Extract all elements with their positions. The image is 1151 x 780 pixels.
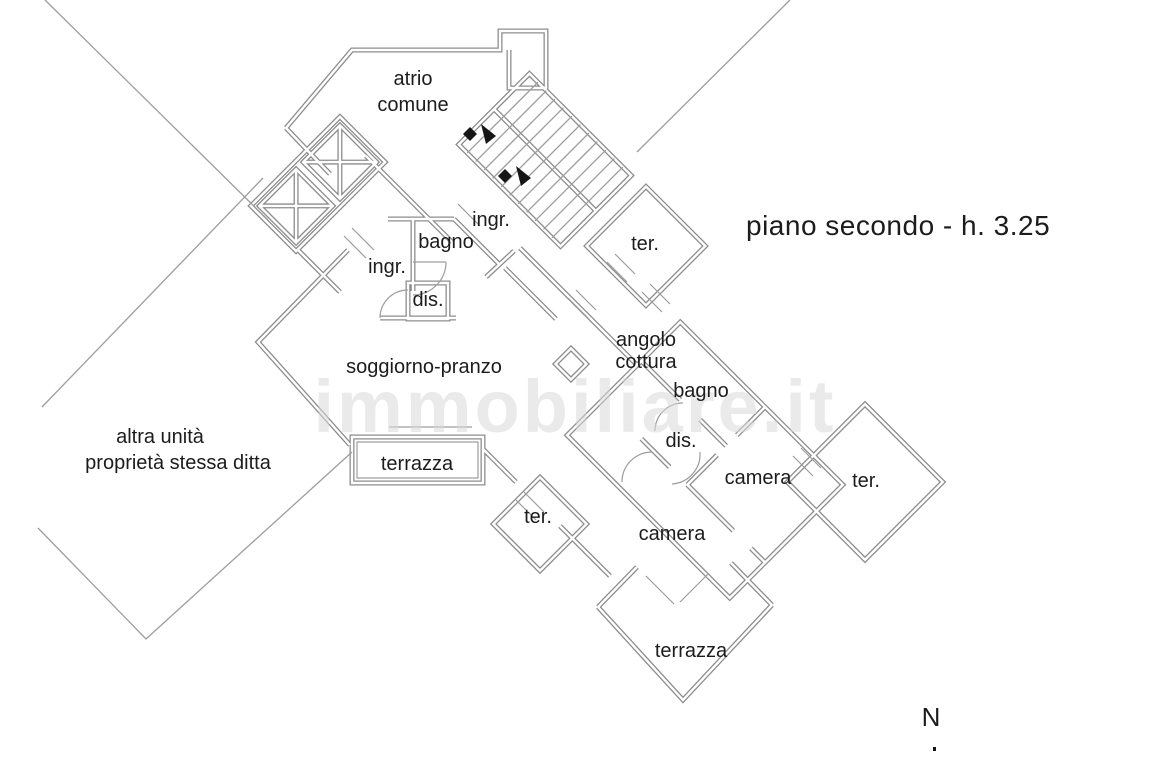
window-ticks	[515, 491, 545, 521]
room-label-camera-right: camera	[725, 467, 793, 489]
door-arc	[671, 451, 701, 485]
door-arc	[412, 261, 447, 296]
label-altra-unita-line2: proprietà stessa ditta	[85, 452, 272, 474]
room-label-terrazzino-top: ter.	[631, 233, 659, 255]
window-ticks	[645, 573, 709, 605]
door-arc	[621, 451, 653, 483]
door-ticks	[343, 227, 375, 259]
room-label-terrazzino-left: ter.	[524, 506, 552, 528]
label-altra-unita-line1: altra unità	[116, 426, 205, 448]
room-label-angolo-cottura-line1: angolo	[616, 329, 676, 351]
north-dot	[933, 747, 936, 751]
room-label-soggiorno-pranzo: soggiorno-pranzo	[346, 356, 502, 378]
room-label-terrazza-bottom: terrazza	[655, 640, 728, 662]
terrace-parapet	[356, 441, 479, 479]
door-ticks	[457, 203, 481, 227]
boundary-line	[37, 451, 353, 640]
room-label-disimpegno-2: dis.	[665, 430, 696, 452]
window-ticks	[606, 253, 636, 283]
room-label-ingresso-top: ingr.	[472, 209, 510, 231]
north-indicator: N	[922, 702, 941, 751]
window-ticks	[567, 289, 597, 319]
window-ticks	[792, 447, 822, 477]
room-label-ingresso-left: ingr.	[368, 256, 406, 278]
stair-arrows	[463, 124, 531, 186]
detail-lines	[37, 0, 822, 640]
room-label-bagno-2: bagno	[673, 380, 729, 402]
stair-steps	[466, 81, 624, 239]
room-label-angolo-cottura-line2: cottura	[615, 351, 677, 373]
room-labels: atrio comune ingr. bagno ingr. dis. sogg…	[85, 68, 880, 662]
window-ticks	[641, 283, 671, 313]
boundary-line	[41, 177, 264, 408]
watermark-text: immobiliare.it	[313, 365, 836, 448]
room-label-terrazzino-right: ter.	[852, 470, 880, 492]
room-label-atrio-line2: comune	[377, 94, 448, 116]
boundary-line	[44, 0, 269, 221]
north-label: N	[922, 702, 941, 732]
room-label-terrazza-box: terrazza	[381, 453, 454, 475]
boundary-line	[636, 0, 791, 153]
door-arc	[379, 289, 409, 319]
room-label-atrio-line1: atrio	[394, 68, 433, 90]
floor-title: piano secondo - h. 3.25	[746, 210, 1050, 241]
room-label-disimpegno-main: dis.	[412, 289, 443, 311]
room-label-bagno-main: bagno	[418, 231, 474, 253]
room-label-camera-bottom: camera	[639, 523, 707, 545]
door-arc	[654, 402, 684, 432]
